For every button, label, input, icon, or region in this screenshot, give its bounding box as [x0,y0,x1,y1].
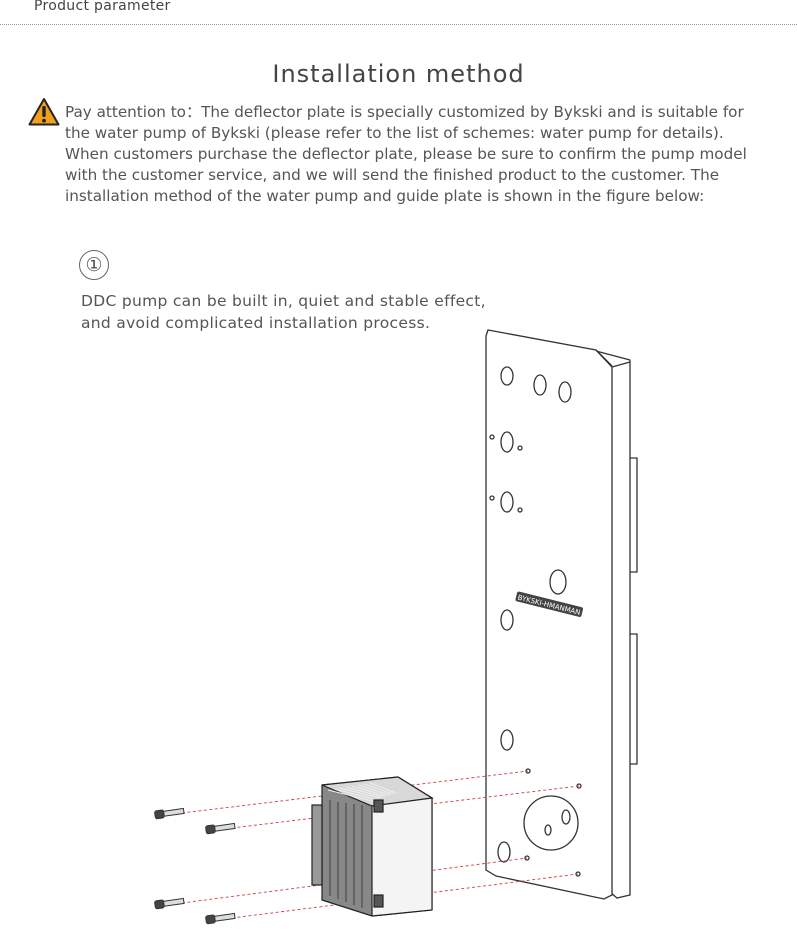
screw [154,897,185,910]
mount-hole [497,841,511,863]
mount-hole [549,569,567,595]
warning-triangle-icon [28,98,60,126]
mount-hole [500,609,514,631]
ddc-pump [311,776,434,917]
mount-hole [500,729,514,751]
mount-hole [558,381,572,403]
screw [154,807,185,820]
section-header-label: Product parameter [34,0,171,14]
step-number-badge: ① [79,250,109,280]
screw [205,912,236,925]
side-bracket-lower [630,633,638,765]
pump-installation-illustration: BYKSKI-HMANMAN [154,329,638,925]
screw-guide-line [181,857,528,904]
screw [205,822,236,835]
mount-hole [500,366,514,386]
step-description-line-1: DDC pump can be built in, quiet and stab… [81,292,486,310]
page-title: Installation method [272,60,525,88]
notice-text: Pay attention to：The deflector plate is … [65,103,747,205]
mount-hole [500,491,514,513]
mount-hole [500,431,514,453]
side-bracket-upper [630,457,638,573]
plate-front-face [485,329,613,900]
mount-hole [533,374,547,396]
step-description-line-2: and avoid complicated installation proce… [81,314,431,332]
pump-port [523,795,579,851]
header-bar: Product parameter [0,0,797,25]
step-description: DDC pump can be built in, quiet and stab… [81,290,541,334]
